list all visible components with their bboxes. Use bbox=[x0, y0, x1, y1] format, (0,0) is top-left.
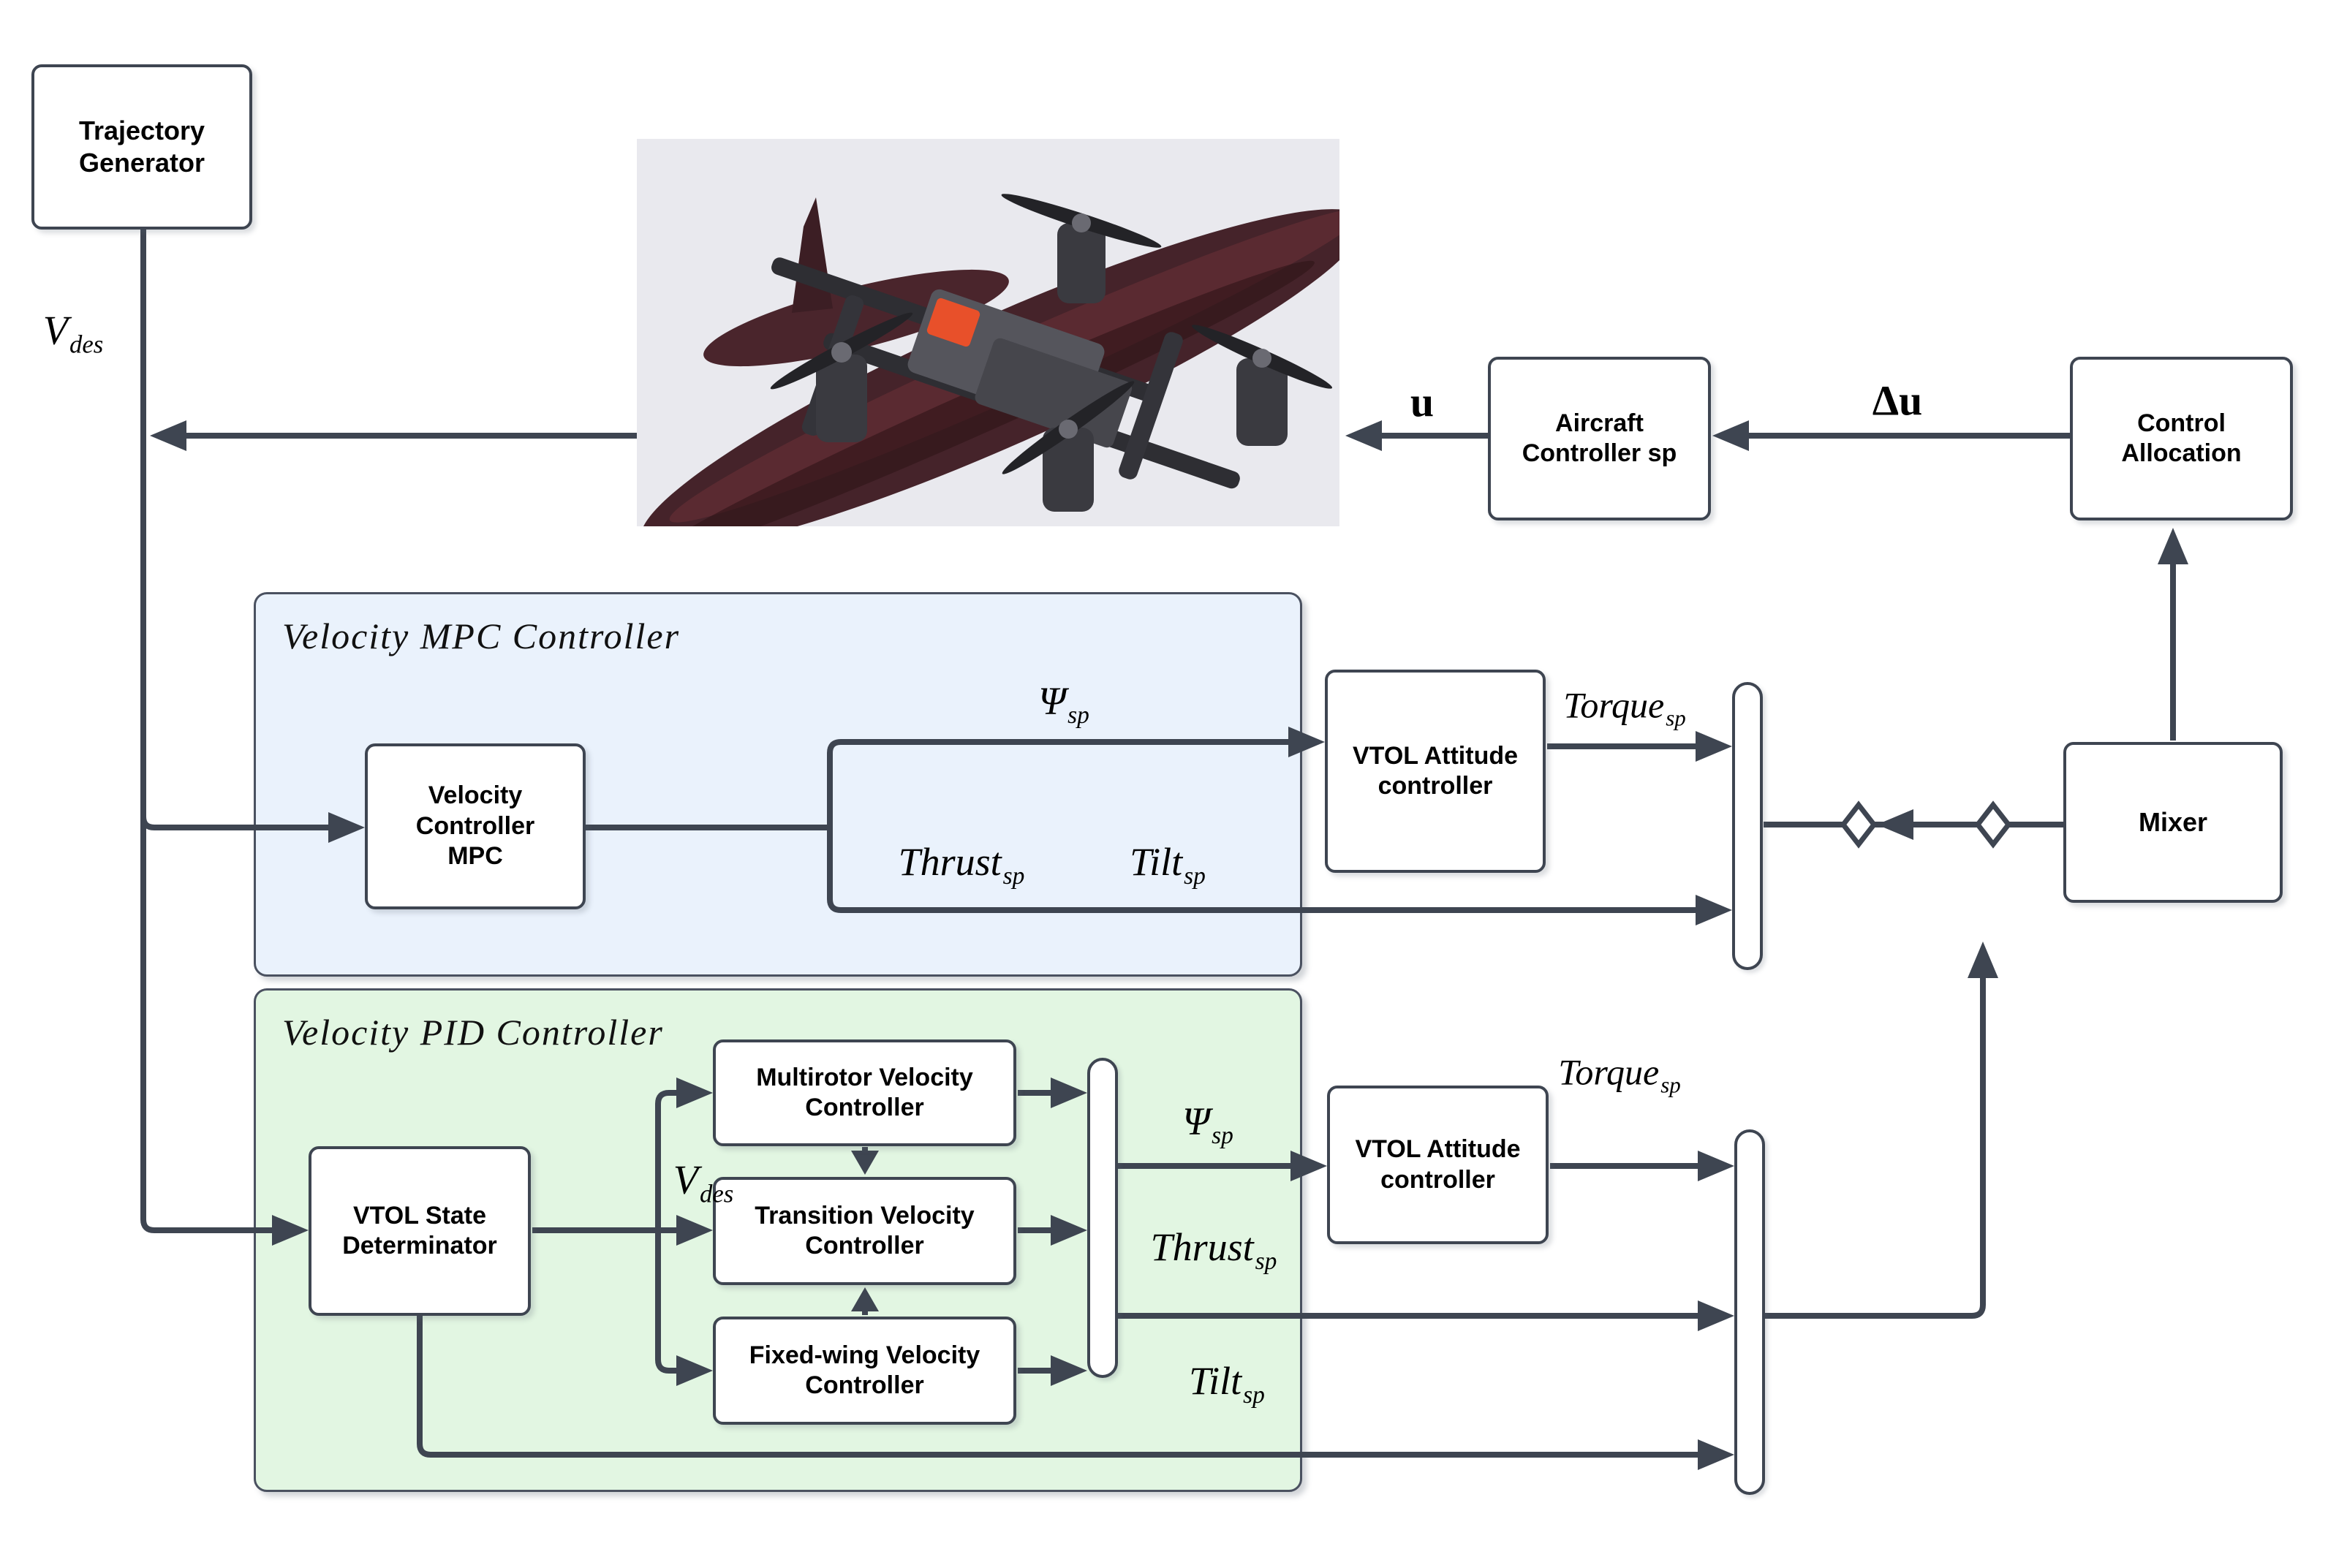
label-tilt-sp-mpc: Tiltsp bbox=[1130, 840, 1206, 890]
node-velocity-controller-mpc: Velocity Controller MPC bbox=[365, 743, 586, 909]
vtol-aircraft-illustration bbox=[637, 139, 1365, 561]
vtol-aircraft-render bbox=[637, 139, 1365, 561]
node-vtol-state-determinator: VTOL State Determinator bbox=[309, 1146, 531, 1316]
panel-title-pid: Velocity PID Controller bbox=[282, 1012, 664, 1053]
label-v-des-pid: Vdes bbox=[673, 1157, 734, 1208]
arrowheads bbox=[150, 420, 2188, 1470]
node-fixedwing-velocity-controller: Fixed-wing Velocity Controller bbox=[713, 1317, 1016, 1425]
mixer-diamond-connectors bbox=[1840, 800, 2012, 849]
collector-bar-pid-outer bbox=[1734, 1129, 1765, 1495]
node-control-allocation: Control Allocation bbox=[2070, 357, 2293, 520]
label-psi-sp-pid: Ψsp bbox=[1182, 1099, 1233, 1149]
label-delta-u: Δu bbox=[1872, 376, 1923, 425]
label-v-des-top: Vdes bbox=[42, 308, 104, 359]
label-thrust-sp-mpc: Thrustsp bbox=[898, 840, 1025, 890]
node-mixer: Mixer bbox=[2063, 742, 2283, 903]
label-torque-sp-pid: Torquesp bbox=[1558, 1051, 1681, 1098]
node-aircraft-controller-sp: Aircraft Controller sp bbox=[1488, 357, 1711, 520]
collector-bar-mpc bbox=[1732, 682, 1763, 970]
node-vtol-attitude-controller-pid: VTOL Attitude controller bbox=[1327, 1086, 1549, 1244]
node-trajectory-generator: Trajectory Generator bbox=[31, 64, 252, 230]
label-thrust-sp-pid: Thrustsp bbox=[1150, 1225, 1277, 1275]
label-torque-sp-mpc: Torquesp bbox=[1563, 684, 1686, 731]
node-multirotor-velocity-controller: Multirotor Velocity Controller bbox=[713, 1039, 1016, 1146]
panel-title-mpc: Velocity MPC Controller bbox=[282, 616, 681, 656]
label-psi-sp-mpc: Ψsp bbox=[1038, 679, 1089, 729]
label-u: u bbox=[1410, 378, 1435, 426]
node-transition-velocity-controller: Transition Velocity Controller bbox=[713, 1177, 1016, 1285]
collector-bar-pid-inner bbox=[1087, 1058, 1118, 1378]
node-vtol-attitude-controller-mpc: VTOL Attitude controller bbox=[1325, 670, 1546, 873]
label-tilt-sp-pid: Tiltsp bbox=[1189, 1359, 1265, 1409]
